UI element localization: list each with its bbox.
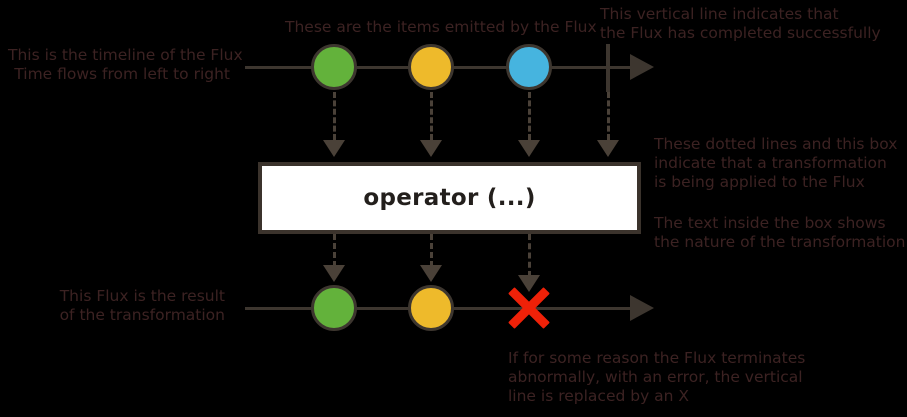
connector-line-completion-down [607,92,610,140]
result-connector-arrow-error [518,275,540,292]
connector-line-blue-down [528,92,531,140]
result-connector-arrow-yellow [420,265,442,282]
connector-line-green-down [333,92,336,140]
annotation-transformation: These dotted lines and this box indicate… [654,135,898,191]
annotation-emitted-items: These are the items emitted by the Flux [285,18,597,36]
completion-line [606,44,610,92]
connector-arrow-blue-down [518,140,540,157]
annotation-source-timeline: This is the timeline of the Flux Time fl… [8,46,243,83]
source-marble-yellow [408,44,454,90]
annotation-error-note: If for some reason the Flux terminates a… [508,349,806,405]
result-marble-yellow [408,285,454,331]
connector-arrow-yellow-down [420,140,442,157]
source-marble-green [311,44,357,90]
operator-box[interactable]: operator (...) [258,162,641,234]
result-connector-line-green [333,234,336,267]
result-marble-green [311,285,357,331]
result-connector-arrow-green [323,265,345,282]
source-marble-blue [506,44,552,90]
annotation-box-text-meaning: The text inside the box shows the nature… [654,214,906,251]
result-timeline-arrowhead [630,295,654,321]
operator-label: operator (...) [363,185,536,211]
source-timeline-arrowhead [630,54,654,80]
result-connector-line-yellow [430,234,433,267]
connector-arrow-green-down [323,140,345,157]
annotation-completion: This vertical line indicates that the Fl… [600,5,881,42]
error-x-icon [506,285,552,331]
connector-line-yellow-down [430,92,433,140]
annotation-result-timeline: This Flux is the result of the transform… [59,287,225,324]
connector-arrow-completion-down [597,140,619,157]
result-connector-line-error [528,234,531,277]
